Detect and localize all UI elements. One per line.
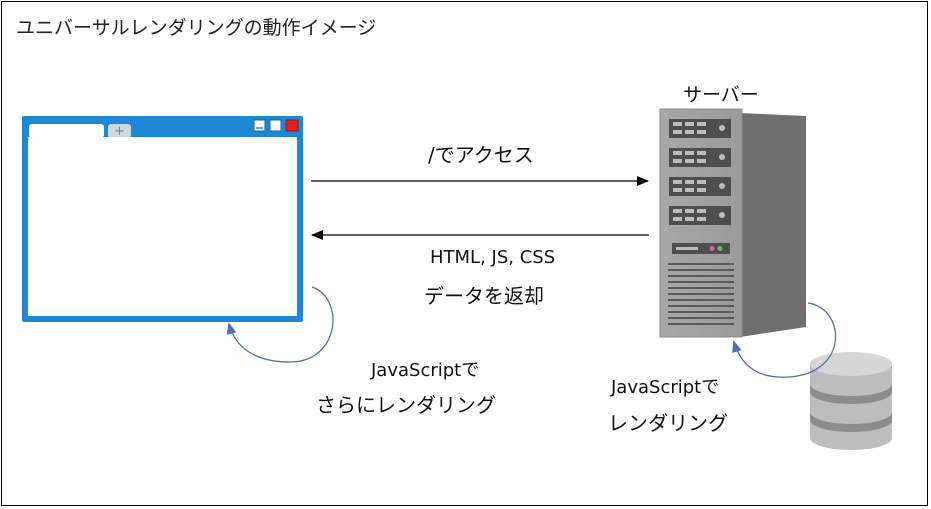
server-label: サーバー	[683, 84, 759, 106]
response-label-line1: HTML, JS, CSS	[430, 247, 556, 268]
server-render-label-line1: JavaScriptで	[611, 377, 720, 398]
browser-window-icon: +	[22, 116, 303, 322]
server-tower-icon	[659, 108, 806, 338]
server-render-loop-arrow	[732, 302, 837, 378]
diagram-title: ユニバーサルレンダリングの動作イメージ	[16, 17, 377, 39]
client-render-loop-arrow	[226, 286, 334, 363]
response-label-line2: データを返却	[424, 284, 544, 308]
server-render-label-line2: レンダリング	[608, 411, 728, 435]
database-icon	[810, 352, 892, 450]
client-render-label-line2: さらにレンダリング	[316, 393, 496, 417]
request-label: /でアクセス	[428, 143, 534, 167]
svg-text:+: +	[114, 124, 125, 139]
client-render-label-line1: JavaScriptで	[371, 360, 480, 381]
